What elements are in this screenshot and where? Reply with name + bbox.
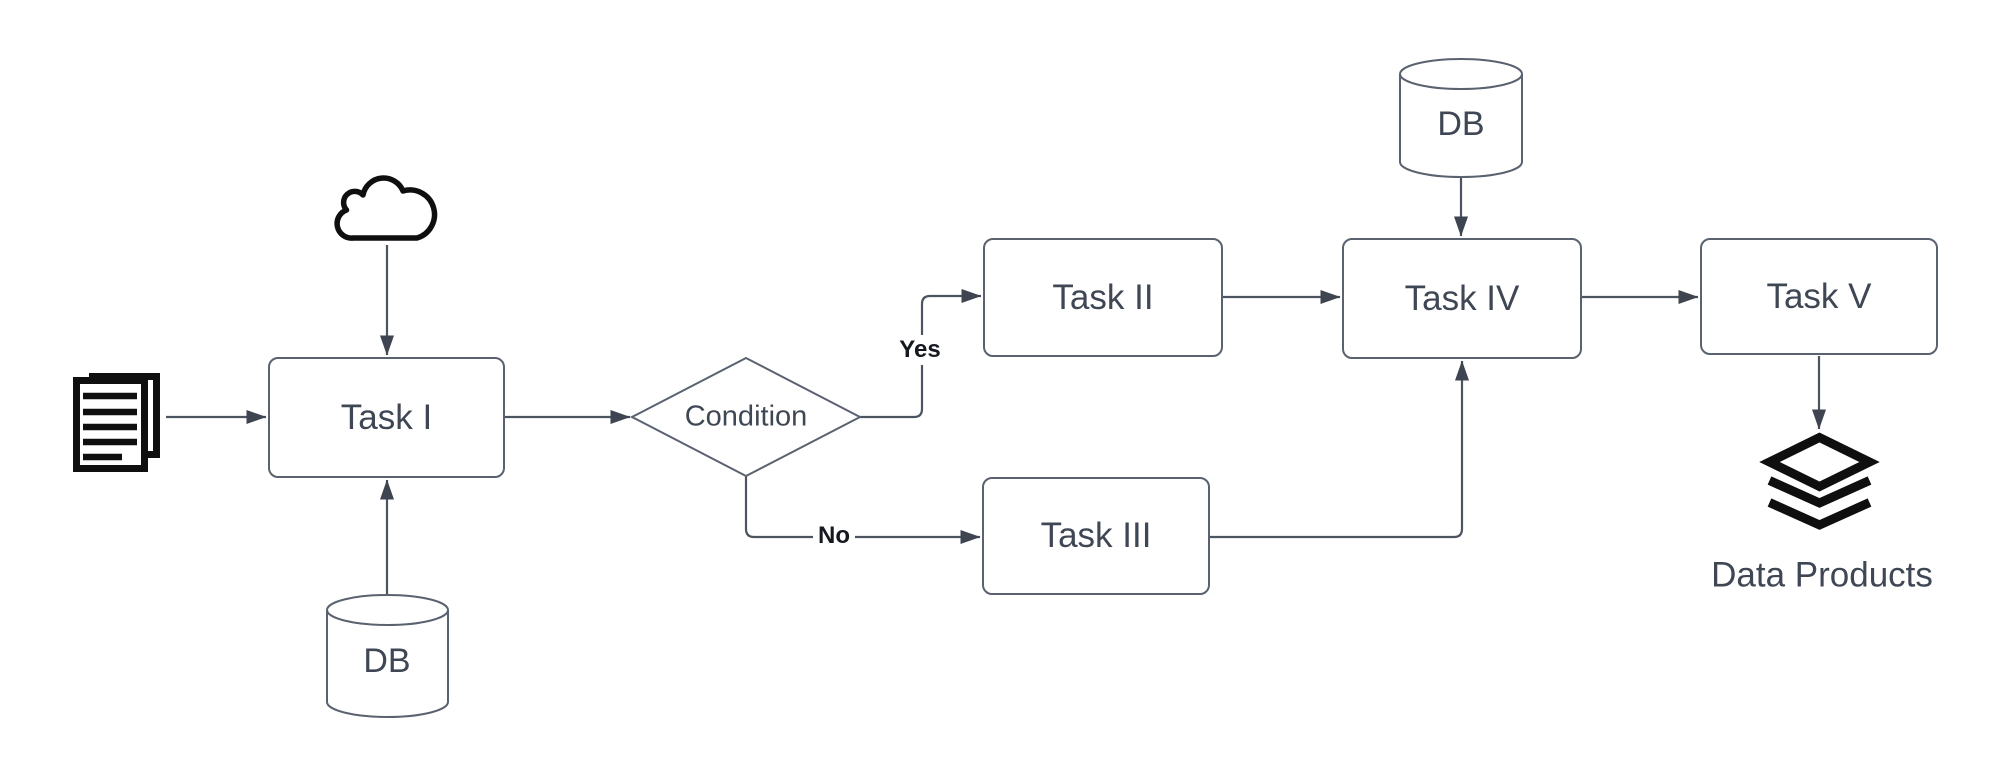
edge-task3-task4 <box>1210 360 1469 539</box>
node-task-ii-label: Task II <box>1052 277 1154 317</box>
cloud-outline <box>334 175 438 241</box>
db-source-body <box>326 594 449 718</box>
node-task-iii-label: Task III <box>1040 516 1152 555</box>
node-task-v: Task V <box>1700 238 1938 355</box>
documents-icon <box>73 373 160 472</box>
documents-text-lines <box>83 392 137 461</box>
layers-icon <box>1759 432 1880 530</box>
condition-diamond-shape <box>629 356 863 478</box>
db-lookup-rim <box>1399 73 1523 90</box>
db-cylinder-source <box>326 594 449 718</box>
db-cylinder-lookup <box>1399 58 1523 178</box>
db-source-rim <box>326 609 449 626</box>
node-task-i: Task I <box>268 357 505 478</box>
db-lookup-body <box>1399 58 1523 178</box>
db-lookup-label: DB <box>1437 105 1485 143</box>
condition-label: Condition <box>684 400 808 433</box>
cloud-icon <box>334 175 438 241</box>
layers-middle-chevron <box>1767 476 1872 508</box>
node-task-i-label: Task I <box>340 397 433 437</box>
edge-label-yes: Yes <box>894 335 946 365</box>
edge-condition-task3-no <box>744 476 981 544</box>
data-products-label: Data Products <box>1711 555 1933 595</box>
layers-bottom-chevron <box>1767 498 1872 530</box>
node-task-iv: Task IV <box>1342 238 1582 359</box>
layers-top-diamond <box>1759 432 1880 492</box>
node-task-v-label: Task V <box>1766 276 1872 316</box>
node-task-iii: Task III <box>982 477 1210 595</box>
node-task-ii: Task II <box>983 238 1223 357</box>
edge-label-no: No <box>813 521 855 551</box>
node-task-iv-label: Task IV <box>1404 278 1520 318</box>
db-source-label: DB <box>363 642 411 680</box>
